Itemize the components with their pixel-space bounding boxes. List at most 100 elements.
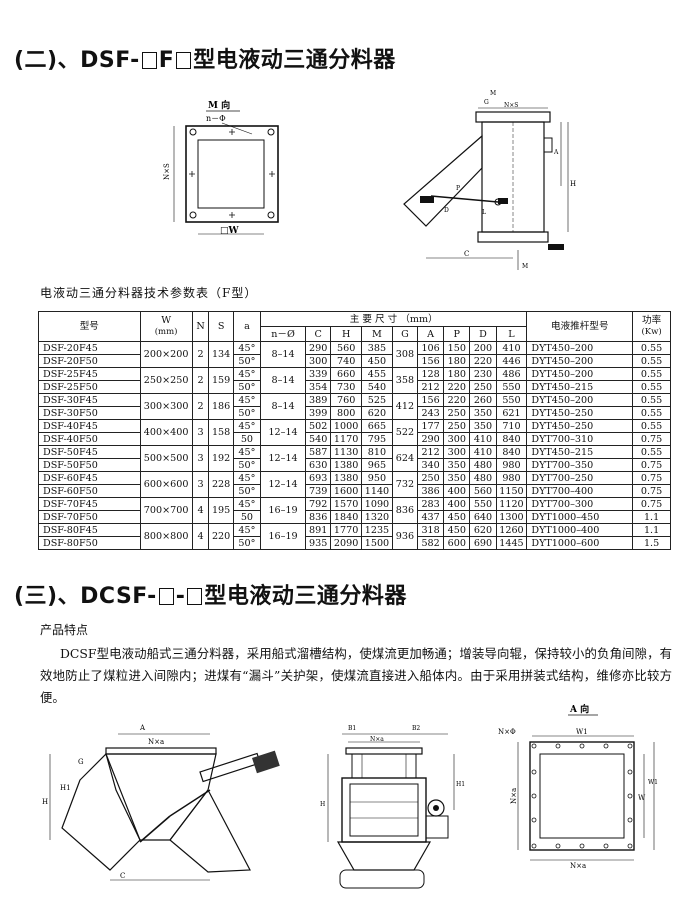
pushrod-cell: DYT450–200 — [526, 341, 634, 355]
distributor-side-view-drawing: M G N×S H A P D L C M — [403, 90, 576, 270]
p-cell: 250 — [443, 419, 471, 433]
placeholder-box-icon — [187, 588, 203, 605]
g-cell: 624 — [391, 445, 419, 472]
pushrod-cell: DYT700–400 — [526, 484, 634, 498]
power-cell: 0.75 — [632, 484, 671, 498]
n-cell: 3 — [191, 471, 210, 498]
d-cell: 410 — [469, 432, 497, 446]
nphi-label: N×Φ — [498, 728, 516, 736]
h-cell: 1130 — [330, 445, 363, 459]
h-cell: 1570 — [330, 497, 363, 511]
p-cell: 220 — [443, 393, 471, 407]
l-cell: 446 — [495, 354, 528, 368]
header-nphi: n－Ø — [260, 326, 307, 342]
angle-cell: 50° — [232, 458, 262, 472]
section-2-prefix: (二)、 — [14, 48, 81, 73]
c-cell: 399 — [305, 406, 332, 420]
g-label: G — [484, 99, 489, 106]
w-cell: 200×200 — [139, 341, 193, 368]
w-cell: 700×700 — [139, 497, 193, 524]
pushrod-cell: DYT450–200 — [526, 393, 634, 407]
aa-cell: 156 — [416, 393, 445, 407]
p-cell: 600 — [443, 536, 471, 550]
pushrod-cell: DYT450–215 — [526, 445, 634, 459]
power-cell: 0.55 — [632, 367, 671, 381]
p-cell: 180 — [443, 367, 471, 381]
aa-cell: 318 — [416, 523, 445, 537]
l-label: L — [482, 209, 486, 216]
aa-cell: 290 — [416, 432, 445, 446]
angle-cell: 45° — [232, 393, 262, 407]
w-label: W — [638, 794, 646, 802]
s-cell: 134 — [208, 341, 234, 368]
g-label: G — [78, 758, 84, 766]
w-cell: 400×400 — [139, 419, 193, 446]
d-cell: 350 — [469, 419, 497, 433]
pushrod-cell: DYT450–200 — [526, 354, 634, 368]
d-cell: 560 — [469, 484, 497, 498]
aa-cell: 156 — [416, 354, 445, 368]
l-cell: 980 — [495, 471, 528, 485]
pushrod-cell: DYT700–310 — [526, 432, 634, 446]
h-cell: 1380 — [330, 458, 363, 472]
power-cell: 0.75 — [632, 497, 671, 511]
flange-m-view-drawing: M 向 n－Φ N×S □W — [163, 99, 279, 236]
l-cell: 621 — [495, 406, 528, 420]
model-cell: DSF-40F50 — [38, 432, 141, 446]
header-d: D — [469, 326, 497, 342]
m-cell: 1500 — [361, 536, 393, 550]
aa-cell: 177 — [416, 419, 445, 433]
pushrod-cell: DYT450–250 — [526, 419, 634, 433]
d-cell: 260 — [469, 393, 497, 407]
c-cell: 836 — [305, 510, 332, 524]
power-cell: 1.1 — [632, 523, 671, 537]
pushrod-cell: DYT450–215 — [526, 380, 634, 394]
angle-cell: 45° — [232, 497, 262, 511]
power-cell: 1.5 — [632, 536, 671, 550]
spec-table: 型号 W(mm) N S a 主 要 尺 寸 （mm） 电液推杆型号 功率(Kw… — [38, 311, 671, 550]
b1-label: B1 — [348, 725, 356, 732]
p-label: P — [456, 185, 460, 192]
nxs-label: N×S — [163, 163, 171, 180]
c-cell: 300 — [305, 354, 332, 368]
m-cell: 1140 — [361, 484, 393, 498]
pushrod-cell: DYT450–250 — [526, 406, 634, 420]
c-cell: 389 — [305, 393, 332, 407]
h-cell: 1770 — [330, 523, 363, 537]
h-cell: 1170 — [330, 432, 363, 446]
angle-cell: 50° — [232, 536, 262, 550]
p-cell: 180 — [443, 354, 471, 368]
header-m: M — [361, 326, 393, 342]
pushrod-cell: DYT700–300 — [526, 497, 634, 511]
pushrod-cell: DYT450–200 — [526, 367, 634, 381]
n-cell: 2 — [191, 341, 210, 368]
header-power-label: 功率 — [642, 315, 662, 326]
header-power-unit: (Kw) — [641, 327, 662, 337]
c-cell: 540 — [305, 432, 332, 446]
features-paragraph: DCSF型电液动船式三通分料器，采用船式溜槽结构，使煤流更加畅通；增装导向辊，保… — [40, 646, 672, 705]
nphi-cell: 8–14 — [260, 367, 307, 394]
power-cell: 0.75 — [632, 458, 671, 472]
nphi-cell: 12–14 — [260, 445, 307, 472]
m-bottom-label: M — [522, 263, 528, 270]
angle-cell: 45° — [232, 471, 262, 485]
h-cell: 1000 — [330, 419, 363, 433]
nphi-cell: 16–19 — [260, 523, 307, 550]
m-cell: 525 — [361, 393, 393, 407]
n-phi-label: n－Φ — [206, 114, 226, 123]
header-n: N — [191, 311, 210, 342]
d-cell: 350 — [469, 406, 497, 420]
power-cell: 0.55 — [632, 380, 671, 394]
g-cell: 412 — [391, 393, 419, 420]
d-cell: 620 — [469, 523, 497, 537]
model-cell: DSF-20F50 — [38, 354, 141, 368]
header-s: S — [208, 311, 234, 342]
m-cell: 455 — [361, 367, 393, 381]
n-cell: 2 — [191, 393, 210, 420]
